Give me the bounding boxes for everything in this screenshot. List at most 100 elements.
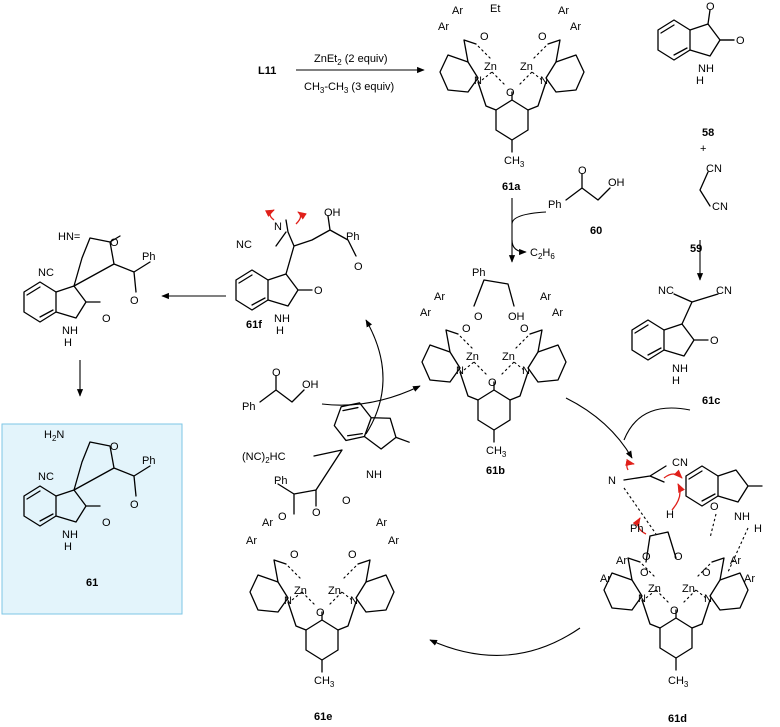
svg-text:NH: NH xyxy=(734,511,750,523)
svg-text:OH: OH xyxy=(608,177,625,189)
svg-text:H: H xyxy=(696,75,704,87)
label-59: 59 xyxy=(690,243,702,255)
svg-text:O: O xyxy=(710,501,719,513)
svg-text:O: O xyxy=(480,31,489,43)
svg-text:CN: CN xyxy=(716,285,732,297)
svg-text:H: H xyxy=(754,523,762,535)
svg-text:O: O xyxy=(462,323,471,335)
compound-61c: NC CN O NH H 61c xyxy=(631,285,732,407)
svg-text:Ar: Ar xyxy=(730,555,741,567)
svg-text:Ar: Ar xyxy=(246,535,257,547)
svg-text:O: O xyxy=(538,31,547,43)
svg-text:CH3: CH3 xyxy=(486,445,507,459)
svg-text:CH3: CH3 xyxy=(314,675,335,689)
svg-text:Ar: Ar xyxy=(388,535,399,547)
svg-text:H: H xyxy=(64,337,72,349)
svg-text:Ar: Ar xyxy=(452,5,463,17)
svg-text:Ph: Ph xyxy=(346,231,359,243)
svg-text:NC: NC xyxy=(658,285,674,297)
svg-text:O: O xyxy=(314,285,323,297)
reagent-zinc: ZnEt2 (2 equiv) xyxy=(314,53,388,67)
compound-58: O O NH H 58 xyxy=(657,1,745,139)
svg-text:NH: NH xyxy=(366,469,382,481)
svg-text:Ar: Ar xyxy=(616,555,627,567)
svg-text:CN: CN xyxy=(712,201,728,213)
svg-text:Ph: Ph xyxy=(472,267,485,279)
svg-text:Ar: Ar xyxy=(570,21,581,33)
svg-text:NH: NH xyxy=(672,363,688,375)
svg-text:N: N xyxy=(350,595,358,607)
complex-61a: Ar Ar O Et Zn Zn O Ar Ar O N N CH3 61a xyxy=(438,3,585,193)
svg-text:Ar: Ar xyxy=(438,21,449,33)
compound-60: Ph O OH 60 xyxy=(548,165,625,237)
svg-text:OH: OH xyxy=(302,379,319,391)
svg-text:O: O xyxy=(578,165,587,177)
svg-text:O: O xyxy=(642,551,651,563)
svg-text:O: O xyxy=(736,35,745,47)
label-61c: 61c xyxy=(702,395,720,407)
svg-text:H: H xyxy=(64,541,72,553)
compound-61f: N NC OH Ph O O NH H 61f xyxy=(235,207,363,337)
label-61: 61 xyxy=(86,577,98,589)
plus-sign: + xyxy=(700,143,706,155)
svg-text:Ph: Ph xyxy=(142,455,155,467)
svg-text:O: O xyxy=(674,551,683,563)
svg-text:N: N xyxy=(540,75,548,87)
svg-text:O: O xyxy=(312,507,321,519)
product-61: H2N O NC Ph O O NH H 61 xyxy=(23,429,155,589)
reagent-solvent: CH3-CH3 (3 equiv) xyxy=(304,81,394,95)
svg-text:Ph: Ph xyxy=(242,401,255,413)
arrow-61c-in xyxy=(623,407,691,441)
svg-text:NC: NC xyxy=(38,267,54,279)
svg-text:O: O xyxy=(670,605,679,617)
svg-text:NH: NH xyxy=(698,63,714,75)
svg-text:Ph: Ph xyxy=(630,523,643,535)
svg-text:Ar: Ar xyxy=(540,291,551,303)
svg-text:Et: Et xyxy=(490,3,500,15)
svg-text:N: N xyxy=(522,365,530,377)
svg-text:Ph: Ph xyxy=(274,475,287,487)
svg-text:Zn: Zn xyxy=(328,585,341,597)
compound-59: CN CN 59 xyxy=(690,163,728,255)
svg-text:O: O xyxy=(702,567,711,579)
svg-text:O: O xyxy=(110,441,119,453)
complex-61e: (NC)2HC Ph O O NH O Ar Ar O Zn Zn O Ar A… xyxy=(242,396,417,723)
arrow-60-in xyxy=(511,211,547,225)
svg-text:NC: NC xyxy=(236,239,252,251)
imine-intermediate: HN= O NC Ph O O NH H xyxy=(23,231,155,349)
svg-text:Zn: Zn xyxy=(502,351,515,363)
svg-text:N: N xyxy=(274,221,282,233)
svg-text:CH3: CH3 xyxy=(668,675,689,689)
ligand-label: L11 xyxy=(258,65,276,77)
arrow-61e-to-61b xyxy=(321,385,421,406)
svg-text:OH: OH xyxy=(324,207,341,219)
arrow-61b-to-61d xyxy=(565,397,633,459)
svg-text:O: O xyxy=(342,495,351,507)
svg-text:O: O xyxy=(706,1,715,13)
byproduct-ethane: C2H6 xyxy=(530,247,555,261)
svg-text:Ar: Ar xyxy=(420,307,431,319)
svg-text:Zn: Zn xyxy=(466,351,479,363)
svg-text:Zn: Zn xyxy=(294,585,307,597)
svg-text:O: O xyxy=(348,549,357,561)
label-61a: 61a xyxy=(502,181,521,193)
svg-text:H: H xyxy=(276,325,284,337)
svg-text:OH: OH xyxy=(508,311,525,323)
product-highlight-box xyxy=(1,423,183,615)
svg-text:NC: NC xyxy=(38,471,54,483)
svg-text:N: N xyxy=(608,475,616,487)
svg-text:Ar: Ar xyxy=(558,5,569,17)
svg-text:(NC)2HC: (NC)2HC xyxy=(242,451,286,465)
svg-text:Zn: Zn xyxy=(484,61,497,73)
svg-text:NH: NH xyxy=(62,529,78,541)
label-58: 58 xyxy=(702,127,714,139)
arrow-ethane-out xyxy=(511,239,527,256)
svg-text:Ar: Ar xyxy=(434,291,445,303)
svg-text:H: H xyxy=(666,509,674,521)
svg-text:NH: NH xyxy=(274,313,290,325)
label-61e: 61e xyxy=(314,711,332,723)
svg-text:O: O xyxy=(354,261,363,273)
label-61d: 61d xyxy=(668,713,687,725)
svg-text:N: N xyxy=(704,593,712,605)
svg-text:O: O xyxy=(506,87,515,99)
